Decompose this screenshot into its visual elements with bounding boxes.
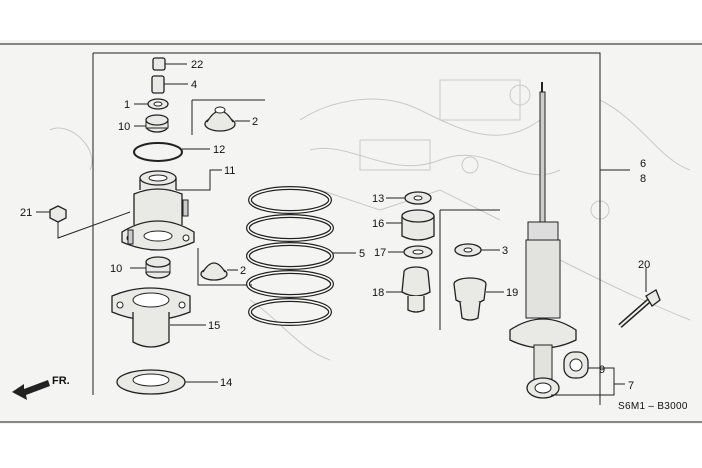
part-17-washer <box>388 245 433 259</box>
callout-3: 3 <box>502 245 508 257</box>
callout-6: 6 <box>640 158 646 170</box>
part-9-bushing <box>563 351 596 379</box>
callout-2-upper: 2 <box>252 116 258 128</box>
part-21-nut <box>36 205 131 239</box>
part-10-bushing-upper <box>134 114 169 133</box>
part-2-mount-lower <box>197 248 252 286</box>
bottom-margin <box>0 424 702 468</box>
callout-13: 13 <box>372 193 384 205</box>
callout-1: 1 <box>124 99 130 111</box>
part-4-collar <box>151 75 188 94</box>
callout-18: 18 <box>372 287 384 299</box>
part-19-stopper <box>453 277 504 321</box>
callout-9: 9 <box>599 364 605 376</box>
front-label: FR. <box>52 375 70 387</box>
part-13-washer <box>386 191 432 205</box>
callout-2-lower: 2 <box>240 265 246 277</box>
part-10-bushing-lower <box>130 256 171 279</box>
callout-8: 8 <box>640 173 646 185</box>
diagram-code: S6M1 – B3000 <box>618 401 688 412</box>
stopper-bracket <box>439 209 500 330</box>
callout-labels: 22 4 1 10 2 12 11 21 10 2 5 15 14 13 16 … <box>20 59 688 412</box>
callout-11: 11 <box>224 165 235 177</box>
front-arrow-icon <box>12 380 50 400</box>
part-16-bump-rubber <box>386 209 435 241</box>
part-5-coil-spring <box>246 186 356 326</box>
callout-10-lower: 10 <box>110 263 122 275</box>
part-15-spring-seat <box>111 287 206 348</box>
callout-12: 12 <box>213 144 225 156</box>
callout-17: 17 <box>374 247 386 259</box>
part-2-mount-upper <box>191 99 265 135</box>
callout-7: 7 <box>628 380 634 392</box>
frame-top-right <box>93 52 601 405</box>
leader-7 <box>596 367 625 385</box>
leader-7b <box>551 384 615 396</box>
part-3-washer <box>454 243 500 257</box>
part-12-oring <box>133 142 210 162</box>
part-7-shock-absorber <box>509 82 577 399</box>
part-22-nut <box>152 57 187 71</box>
callout-22: 22 <box>191 59 203 71</box>
callout-16: 16 <box>372 218 384 230</box>
callout-15: 15 <box>208 320 220 332</box>
callout-20: 20 <box>638 259 650 271</box>
part-20-bolt <box>618 268 661 328</box>
part-14-seat-rubber <box>116 369 218 395</box>
callout-5: 5 <box>359 248 365 260</box>
callout-10-upper: 10 <box>118 121 130 133</box>
part-18-stopper <box>386 266 431 313</box>
callout-21: 21 <box>20 207 32 219</box>
callout-19: 19 <box>506 287 518 299</box>
part-11-mount-housing <box>121 169 222 251</box>
callout-14: 14 <box>220 377 232 389</box>
part-1-washer <box>134 98 169 110</box>
callout-4: 4 <box>191 79 197 91</box>
top-margin <box>0 0 702 40</box>
